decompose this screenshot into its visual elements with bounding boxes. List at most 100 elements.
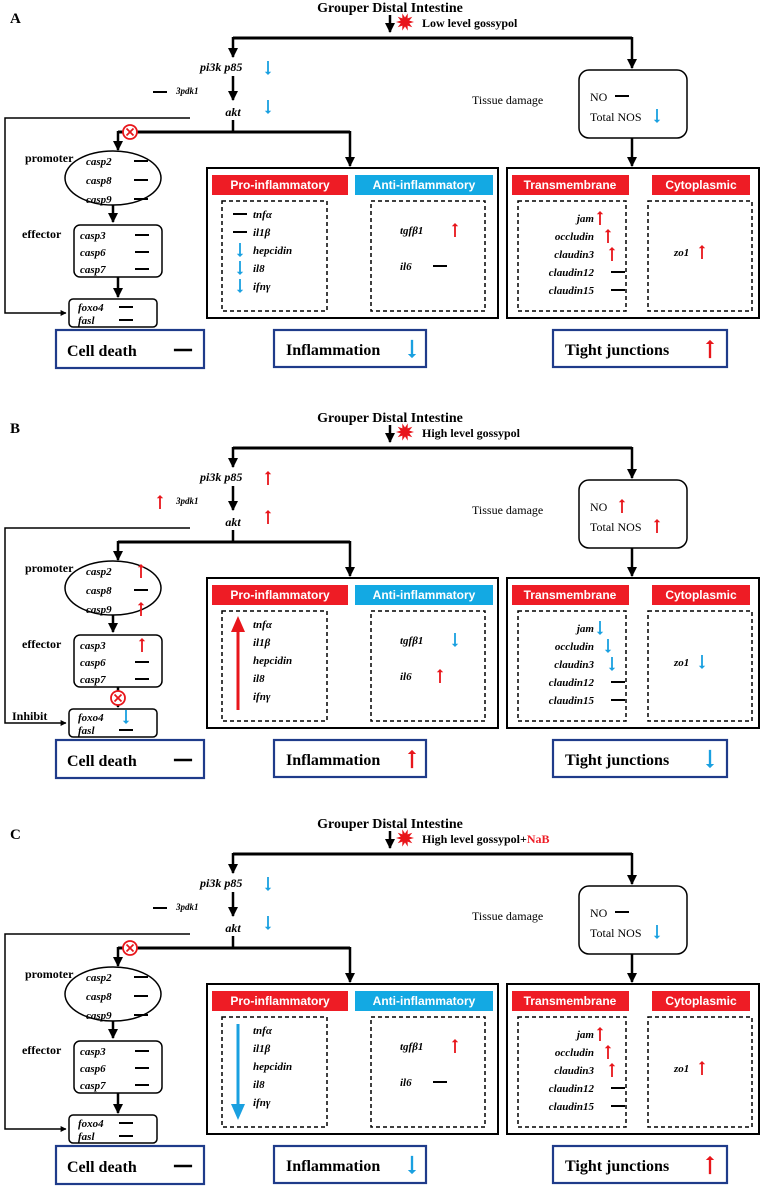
tight-junctions-box	[551, 1144, 729, 1185]
ifng-label: ifnγ	[253, 281, 271, 293]
akt-down-arrow	[264, 100, 272, 114]
figure-title: Grouper Distal Intestine	[317, 817, 463, 832]
panel-letter: B	[10, 421, 20, 437]
tissue-damage-label: Tissue damage	[472, 503, 543, 517]
no-up-arrow	[618, 499, 626, 513]
occludin-up-arrow	[604, 229, 612, 243]
anti-inflammatory-label: Anti-inflammatory	[373, 994, 476, 1008]
casp8-label: casp8	[86, 175, 112, 187]
occludin-up-arrow	[604, 1045, 612, 1059]
akt-to-foxo-line	[4, 933, 190, 1132]
cell-death-box	[54, 738, 206, 780]
pi3k-down-arrow	[264, 61, 272, 75]
claudin3-down-arrow	[608, 657, 616, 671]
tight-junction-panel	[506, 167, 760, 319]
anti-inflammatory-dashed-box	[370, 610, 486, 722]
casp7-label: casp7	[80, 264, 106, 276]
pi3k-up-arrow	[264, 471, 272, 485]
effector-label: effector	[22, 227, 62, 241]
pi3k-p85-label: pi3k p85	[199, 60, 242, 74]
tight-junctions-down-arrow	[705, 749, 715, 769]
pro-inflammatory-dashed-box	[221, 200, 328, 312]
zo1-label: zo1	[673, 1063, 689, 1075]
occludin-label: occludin	[555, 231, 594, 243]
pro-inflammatory-header	[212, 175, 348, 195]
tissue-damage-label: Tissue damage	[472, 93, 543, 107]
akt-to-foxo-line	[4, 527, 190, 726]
3pdk1-label: 3pdk1	[175, 496, 199, 506]
anti-inflammatory-header	[355, 991, 493, 1011]
ifng-down-arrow	[236, 279, 244, 293]
il8-label: il8	[253, 673, 265, 685]
il8-down-arrow	[236, 261, 244, 275]
condition-label: High level gossypol	[422, 426, 521, 440]
claudin15-label: claudin15	[549, 695, 595, 707]
transmembrane-label: Transmembrane	[524, 178, 617, 192]
tight-junction-panel	[506, 577, 760, 729]
il8-label: il8	[253, 1079, 265, 1091]
foxo-box	[68, 708, 158, 738]
claudin12-label: claudin12	[549, 677, 595, 689]
condition-label: Low level gossypol	[422, 16, 518, 30]
tgfb1-up-arrow	[451, 1039, 459, 1053]
fasl-label: fasl	[78, 725, 95, 737]
occludin-label: occludin	[555, 641, 594, 653]
pro-inflammatory-label: Pro-inflammatory	[230, 588, 330, 602]
inflammation-down-arrow	[407, 1155, 417, 1175]
pro-inflammatory-label: Pro-inflammatory	[230, 994, 330, 1008]
inflammation-label: Inflammation	[286, 752, 380, 769]
transmembrane-label: Transmembrane	[524, 588, 617, 602]
tissue-damage-box	[578, 885, 688, 955]
pro-inflammatory-dashed-box	[221, 1016, 328, 1128]
figure-title: Grouper Distal Intestine	[317, 1, 463, 16]
tight-junction-panel	[506, 983, 760, 1135]
casp9-label: casp9	[86, 604, 112, 616]
fasl-label: fasl	[78, 315, 95, 327]
tight-junctions-label: Tight junctions	[565, 342, 669, 359]
inflammation-box	[272, 738, 428, 779]
cytoplasmic-header	[652, 585, 750, 605]
promoter-label: promoter	[25, 151, 74, 165]
zo1-label: zo1	[673, 657, 689, 669]
claudin12-label: claudin12	[549, 267, 595, 279]
gossypol-burst-icon	[396, 13, 414, 31]
il6-label: il6	[400, 1077, 412, 1089]
inflammation-panel	[206, 983, 499, 1135]
anti-inflammatory-label: Anti-inflammatory	[373, 178, 476, 192]
jam-up-arrow	[596, 1027, 604, 1041]
inhibit-promoter-icon-stroke	[125, 127, 135, 137]
tnfa-label: tnfα	[253, 1025, 273, 1037]
occludin-label: occludin	[555, 1047, 594, 1059]
tight-junctions-box	[551, 738, 729, 779]
claudin3-up-arrow	[608, 247, 616, 261]
effector-label: effector	[22, 1043, 62, 1057]
jam-label: jam	[575, 213, 595, 225]
3pdk1-label: 3pdk1	[175, 86, 199, 96]
tight-junctions-label: Tight junctions	[565, 1158, 669, 1175]
inflammation-up-arrow	[407, 749, 417, 769]
tight-junctions-label: Tight junctions	[565, 752, 669, 769]
panel-letter: A	[10, 11, 21, 27]
cytoplasmic-header	[652, 175, 750, 195]
condition-extra: NaB	[527, 832, 550, 846]
hepcidin-label: hepcidin	[253, 245, 292, 257]
tight-junctions-box	[551, 328, 729, 369]
inflammation-label: Inflammation	[286, 342, 380, 359]
cytoplasmic-label: Cytoplasmic	[665, 994, 737, 1008]
il8-label: il8	[253, 263, 265, 275]
tgfb1-label: tgfβ1	[400, 225, 423, 237]
inflammation-panel	[206, 167, 499, 319]
tgfb1-label: tgfβ1	[400, 635, 423, 647]
cytoplasmic-dashed-box	[647, 610, 753, 722]
jam-down-arrow	[596, 621, 604, 635]
casp8-label: casp8	[86, 991, 112, 1003]
casp9-label: casp9	[86, 1010, 112, 1022]
pi3k-p85-label: pi3k p85	[199, 876, 242, 890]
anti-inflammatory-header	[355, 585, 493, 605]
condition-label: High level gossypol+NaB	[422, 832, 550, 846]
akt-label: akt	[225, 921, 241, 935]
inhibit-promoter-icon-stroke	[125, 943, 135, 953]
casp3-label: casp3	[80, 640, 106, 652]
